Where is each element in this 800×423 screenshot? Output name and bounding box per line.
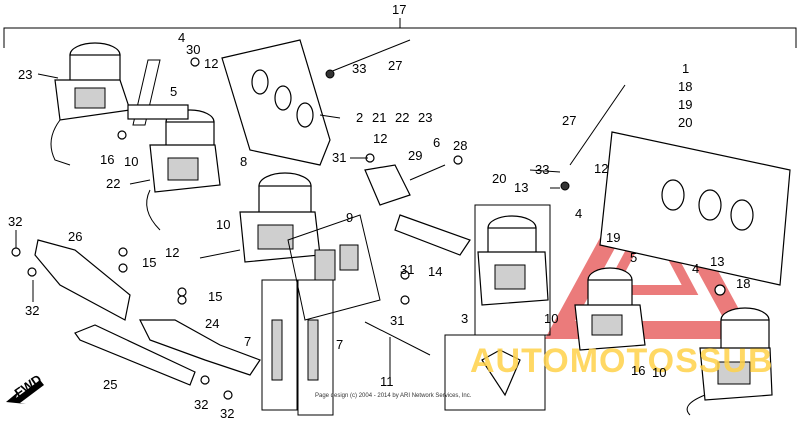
callout-31: 31 (332, 150, 346, 165)
callout-28: 28 (453, 138, 467, 153)
callout-32b: 32 (25, 303, 39, 318)
callout-7b: 7 (336, 337, 343, 352)
hardware-bits (11, 57, 726, 400)
assembly-bracket (3, 18, 797, 48)
callout-23b: 23 (418, 110, 432, 125)
callout-13b: 13 (710, 254, 724, 269)
carburetor-19 (574, 267, 646, 351)
callout-26: 26 (68, 229, 82, 244)
callout-20b: 20 (678, 115, 692, 130)
carburetor-18 (686, 307, 773, 416)
callout-15a: 15 (142, 255, 156, 270)
plate-25 (74, 324, 196, 386)
leader-lines (15, 73, 561, 302)
carburetor-22 (146, 109, 221, 231)
callout-4b: 4 (575, 206, 582, 221)
bracket-24 (139, 319, 261, 376)
callout-6: 6 (433, 135, 440, 150)
callout-18: 18 (678, 79, 692, 94)
callout-32a: 32 (8, 214, 22, 229)
watermark-text: AUTOMOTOSSUB (470, 342, 774, 380)
callout-30: 30 (186, 42, 200, 57)
forward-arrow-icon: FWD (6, 371, 44, 404)
bracket-14 (394, 214, 471, 256)
callout-12d: 12 (165, 245, 179, 260)
callout-14: 14 (428, 264, 442, 279)
callout-5b: 5 (630, 250, 637, 265)
callout-12e: 12 (594, 161, 608, 176)
callout-17: 17 (392, 2, 406, 17)
copyright-text: Page design (c) 2004 - 2014 by ARI Netwo… (315, 393, 472, 399)
callout-31c: 31 (390, 313, 404, 328)
callout-13: 13 (514, 180, 528, 195)
choke-kit-3 (444, 334, 546, 411)
callout-10b: 10 (216, 217, 230, 232)
linkage-9 (287, 214, 381, 321)
callout-2: 2 (356, 110, 363, 125)
callout-19: 19 (678, 97, 692, 112)
callout-32c: 32 (194, 397, 208, 412)
callout-9: 9 (346, 210, 353, 225)
callout-33: 33 (352, 61, 366, 76)
callout-16: 16 (100, 152, 114, 167)
callout-8: 8 (240, 154, 247, 169)
callout-12c: 12 (373, 131, 387, 146)
callout-labels: 17 4 30 12 23 5 33 27 2 21 22 23 16 10 2… (8, 2, 750, 421)
bracket-12-upper (364, 164, 446, 206)
callout-32d: 32 (220, 406, 234, 421)
spacer-plate-right (599, 131, 791, 286)
carburetor-12 (199, 172, 321, 263)
callout-16b: 16 (631, 363, 645, 378)
callout-22: 22 (395, 110, 409, 125)
bracket-26 (34, 239, 131, 321)
linkage-plate-5 (127, 59, 189, 126)
callout-23: 23 (18, 67, 32, 82)
callout-18b: 18 (736, 276, 750, 291)
callout-31b: 31 (400, 262, 414, 277)
callout-27: 27 (388, 58, 402, 73)
rod-11 (364, 321, 431, 380)
callout-4: 4 (178, 30, 185, 45)
carburetor-23 (50, 42, 131, 166)
callout-19b: 19 (606, 230, 620, 245)
callout-25: 25 (103, 377, 117, 392)
callout-15b: 15 (208, 289, 222, 304)
callout-3: 3 (461, 311, 468, 326)
callout-10d: 10 (652, 365, 666, 380)
callout-21: 21 (372, 110, 386, 125)
callout-33b: 33 (535, 162, 549, 177)
carburetor-20 (474, 204, 551, 336)
callout-12: 12 (204, 56, 218, 71)
fuel-tube-27 (325, 39, 626, 191)
callout-10: 10 (124, 154, 138, 169)
callout-11: 11 (380, 374, 394, 389)
callout-1: 1 (682, 61, 689, 76)
callout-4c: 4 (692, 261, 699, 276)
callout-22b: 22 (106, 176, 120, 191)
callout-10c: 10 (544, 311, 558, 326)
callout-24: 24 (205, 316, 219, 331)
callout-5: 5 (170, 84, 177, 99)
spacer-plate-rear (221, 39, 331, 166)
callout-27b: 27 (562, 113, 576, 128)
callout-20: 20 (492, 171, 506, 186)
callout-29: 29 (408, 148, 422, 163)
callout-7a: 7 (244, 334, 251, 349)
